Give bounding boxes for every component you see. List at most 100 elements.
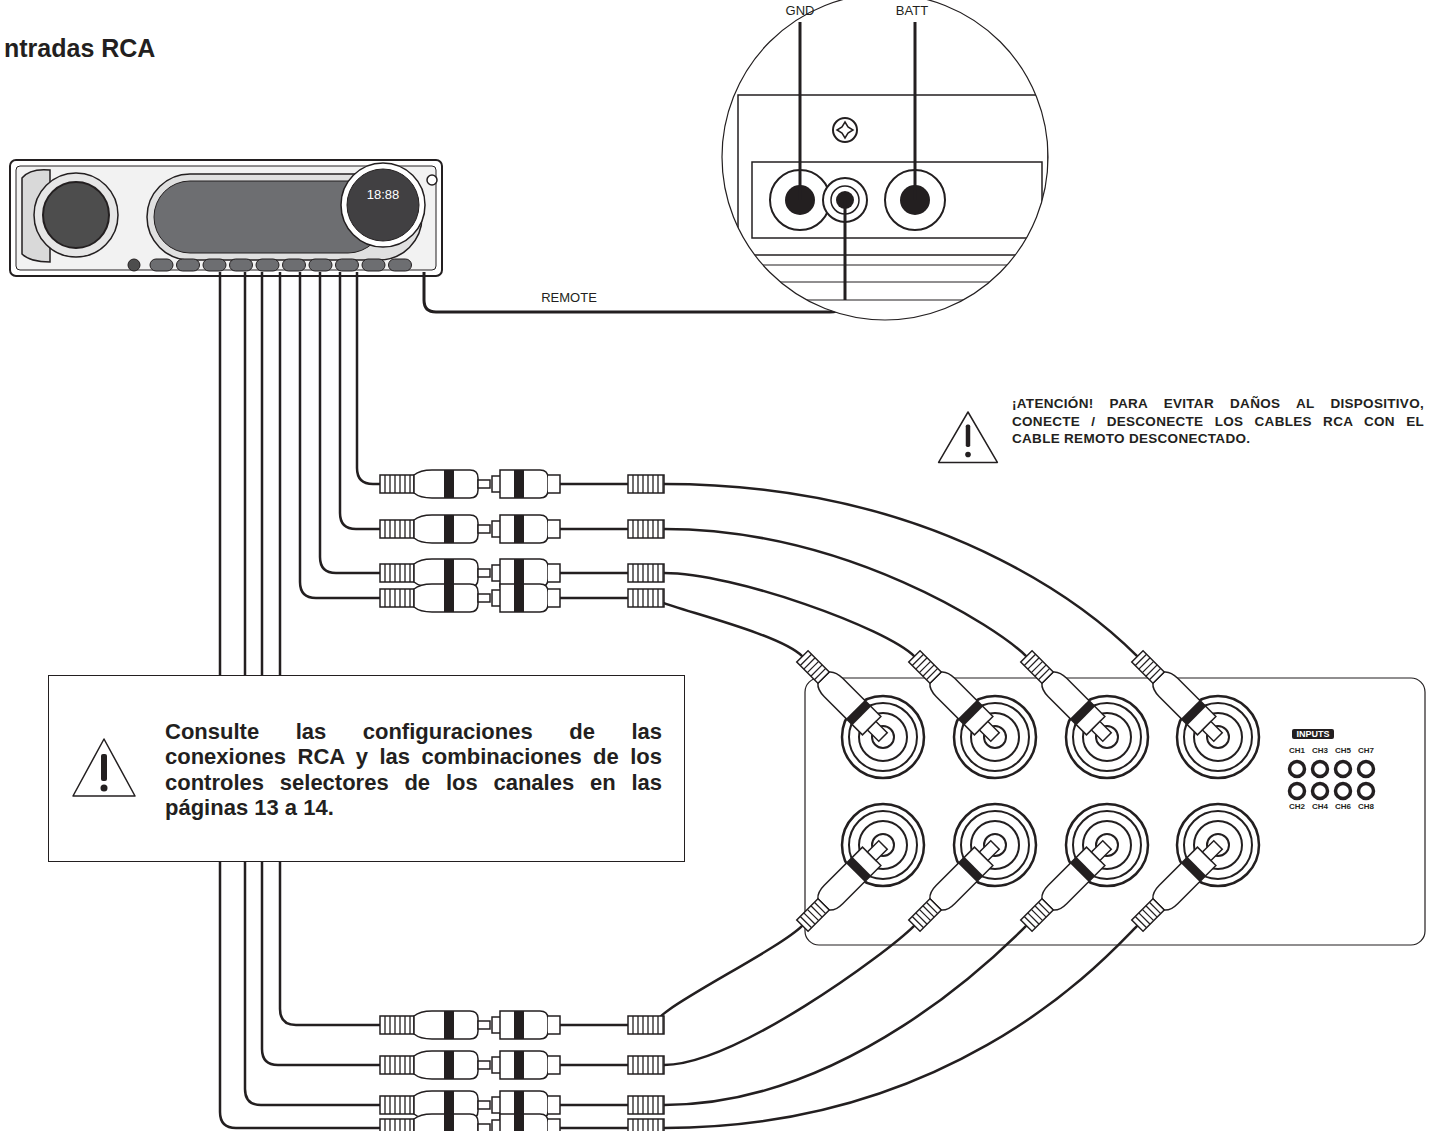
grip-rib [632,1119,633,1131]
socket-neck [548,1119,560,1131]
grip-rib [637,589,638,607]
input-led [1313,784,1328,799]
plug-grip [380,1016,414,1034]
grip-rib [399,1096,400,1114]
page-title: ntradas RCA [4,34,155,63]
plug-body [1038,668,1104,734]
grip-rib [642,1096,643,1114]
grip-rib [657,589,658,607]
head-unit-face [16,166,436,270]
socket-cup [492,521,500,537]
plug-band [846,857,871,882]
panel [805,678,1425,945]
rca-plug [905,647,1004,746]
grip-rib [409,520,410,538]
grip-rib [394,589,395,607]
grip-rib [404,1096,405,1114]
plug-tip [478,1061,490,1069]
plug-tip [478,525,490,533]
note-box: Consulte las configuraciones de las cone… [48,675,685,862]
input-led [1290,762,1305,777]
grip-rib [404,1016,405,1034]
socket-cup [492,590,500,606]
plug-body [926,847,992,913]
grip-rib [642,589,643,607]
plug-body [814,668,880,734]
panel-label: INPUTS [1292,729,1333,739]
grip-rib [389,589,390,607]
plug-grip [628,564,664,582]
input-led [1336,784,1351,799]
plug-grip [909,651,942,684]
plug-grip [1132,899,1165,932]
head-unit-body [10,160,442,276]
preset-button [177,259,200,271]
grip-rib [404,1119,405,1131]
grip-rib [912,654,923,665]
rca-cable [657,598,803,656]
plug-body [926,668,992,734]
warning-triangle [69,734,139,804]
plug-body [414,1114,478,1131]
head-unit [10,160,442,276]
coupler-cable [560,1024,628,1027]
clock-ring [341,163,425,247]
socket-cup [492,476,500,492]
grip-rib [389,520,390,538]
wire-label: REMOTE [538,291,600,306]
plug-nose [1091,721,1111,741]
remote-wire-end [844,200,847,300]
socket-body [500,470,548,498]
plug-body [814,847,880,913]
grip-rib [652,589,653,607]
plug-body [414,1051,478,1079]
socket-cup [492,1120,500,1131]
plug-grip [380,520,414,538]
grip-rib [399,520,400,538]
plug-grip [628,475,664,493]
socket-neck [548,475,560,493]
preset-button [203,259,226,271]
plug-tip [478,1021,490,1029]
grip-rib [409,475,410,493]
terminal-label: GND [786,4,815,19]
aux-jack [128,259,140,271]
clock-readout: 18:88 [367,188,400,203]
plug-body [414,584,478,612]
grip-rib [404,564,405,582]
plug-nose [1202,841,1222,861]
grip-rib [384,589,385,607]
grip-rib [652,1016,653,1034]
note-text: Consulte las configuraciones de las cone… [165,719,662,820]
plug-grip [628,1016,664,1034]
grip-rib [1135,654,1146,665]
grip-rib [637,1119,638,1131]
batt-wire [914,22,917,200]
grip-rib [662,1119,663,1131]
chassis-line [720,299,1060,300]
plug-band [1181,700,1206,725]
rca-coupler [380,515,664,543]
grip-rib [632,520,633,538]
chassis-line [720,264,1060,265]
rca-plug [793,836,892,935]
plug-grip [1021,899,1054,932]
coupler-cable [560,572,628,575]
amplifier-input-panel [805,678,1425,945]
plug-grip [1132,651,1165,684]
grip-rib [647,1096,648,1114]
grip-rib [657,1096,658,1114]
plug-grip [628,1056,664,1074]
grip-rib [409,1016,410,1034]
plug-tip [478,1124,490,1131]
grip-rib [642,1056,643,1074]
grip-rib [652,1056,653,1074]
grip-rib [662,1096,663,1114]
grip-rib [389,1096,390,1114]
socket-body [500,584,548,612]
rca-plug [1017,647,1116,746]
grip-rib [652,1096,653,1114]
grip-rib [657,475,658,493]
plug-band [444,559,454,587]
